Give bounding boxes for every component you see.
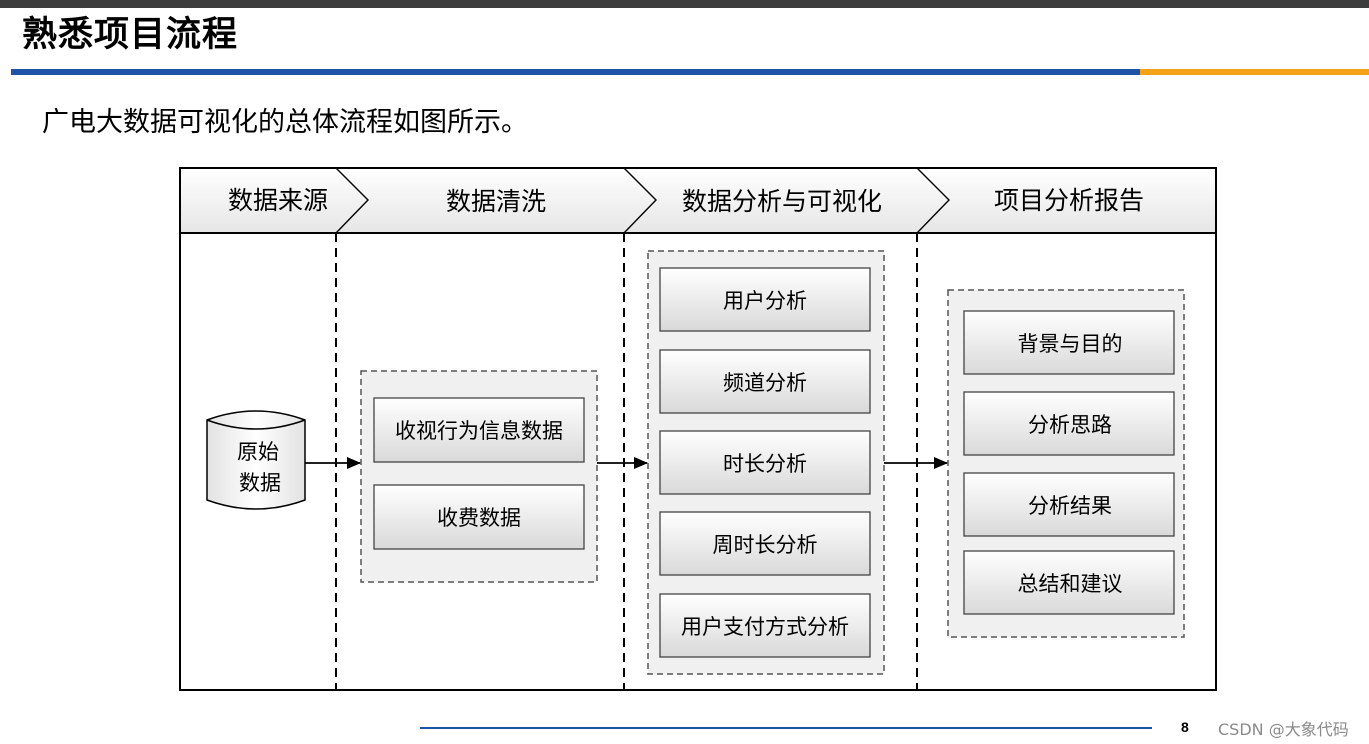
diagram-frame — [179, 167, 1217, 691]
analysis-item-box — [659, 593, 871, 658]
report-item-label: 总结和建议 — [1018, 572, 1123, 596]
report-item-label: 背景与目的 — [1018, 332, 1123, 356]
report-item-box — [963, 472, 1175, 537]
analysis-item-box — [659, 511, 871, 576]
footer-rule — [420, 727, 1152, 729]
report-item-box — [963, 391, 1175, 456]
analysis-group: 用户分析 频道分析 时长分析 周时长分析 用户支付方式分析 — [647, 250, 885, 675]
cleaning-item-box — [373, 397, 585, 463]
watermark: CSDN @大象代码 — [1218, 720, 1349, 739]
cleaning-item-label: 收费数据 — [437, 506, 521, 530]
stage-header-bar — [180, 167, 1216, 234]
stage-label-analysis: 数据分析与可视化 — [682, 187, 882, 216]
report-item-box — [963, 550, 1175, 615]
lane-separators — [335, 233, 918, 690]
top-bar — [0, 0, 1369, 8]
cleaning-item-box — [373, 484, 585, 550]
cleaning-group: 收视行为信息数据 收费数据 — [360, 370, 598, 583]
raw-data-label-line-2: 数据 — [239, 471, 281, 495]
report-item-label: 分析思路 — [1028, 413, 1112, 437]
intro-text: 广电大数据可视化的总体流程如图所示。 — [42, 107, 528, 138]
report-item-box — [963, 310, 1175, 375]
raw-data-cylinder: 原始 数据 — [206, 410, 306, 510]
analysis-item-box — [659, 430, 871, 495]
report-group: 背景与目的 分析思路 分析结果 总结和建议 — [947, 289, 1185, 638]
page-number: 8 — [1181, 719, 1189, 735]
stage-label-report: 项目分析报告 — [994, 186, 1144, 215]
page-title: 熟悉项目流程 — [22, 15, 239, 55]
analysis-item-label: 时长分析 — [723, 452, 807, 476]
analysis-item-label: 频道分析 — [723, 371, 807, 395]
report-item-label: 分析结果 — [1028, 494, 1112, 518]
title-rule-primary — [11, 69, 1140, 75]
analysis-item-label: 用户支付方式分析 — [681, 615, 849, 639]
title-rule-accent — [1140, 69, 1369, 75]
raw-data-label-line-1: 原始 — [237, 440, 279, 464]
analysis-item-box — [659, 349, 871, 414]
analysis-item-box — [659, 267, 871, 332]
analysis-item-label: 用户分析 — [723, 289, 807, 313]
stage-label-source: 数据来源 — [228, 186, 328, 215]
stage-label-cleaning: 数据清洗 — [446, 187, 546, 216]
analysis-item-label: 周时长分析 — [713, 533, 818, 557]
cleaning-item-label: 收视行为信息数据 — [395, 419, 563, 443]
